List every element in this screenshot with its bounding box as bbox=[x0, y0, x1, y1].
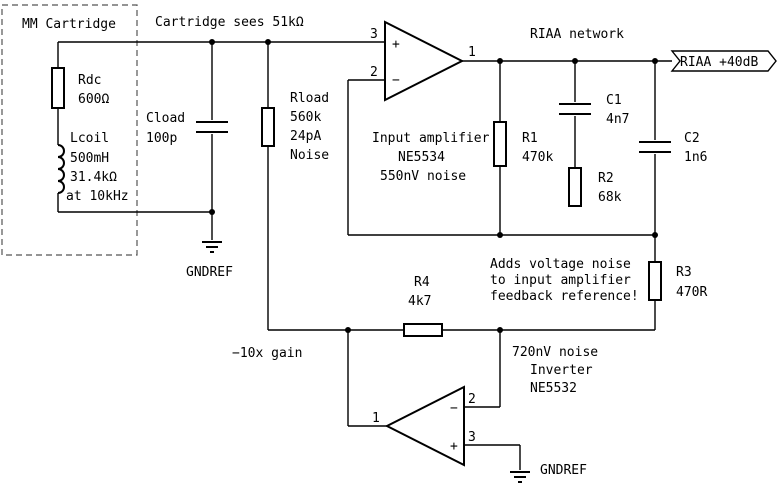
ground-symbol-bottom bbox=[510, 471, 530, 483]
c1-capacitor bbox=[559, 58, 591, 168]
u1-pin-3: 3 bbox=[370, 27, 378, 42]
input-amp-title: Input amplifier bbox=[372, 131, 490, 146]
r3-resistor bbox=[648, 261, 662, 330]
noise-note-line-2: to input amplifier bbox=[490, 273, 631, 288]
output-port bbox=[670, 50, 777, 72]
r2-name: R2 bbox=[598, 171, 614, 186]
gndref-top-label: GNDREF bbox=[186, 265, 233, 280]
u2-plus-sign: + bbox=[450, 439, 458, 454]
inverter-title: Inverter bbox=[530, 363, 593, 378]
rload-noise-current: 24pA bbox=[290, 129, 321, 144]
lcoil-value: 500mH bbox=[70, 151, 109, 166]
r1-resistor bbox=[493, 58, 507, 238]
input-amp-noise: 550nV noise bbox=[380, 169, 466, 184]
rdc-value: 600Ω bbox=[78, 92, 109, 107]
r1-value: 470k bbox=[522, 150, 553, 165]
gain-label: −10x gain bbox=[232, 346, 302, 361]
inverter-opamp bbox=[347, 330, 521, 470]
mm-cartridge: MM Cartridge Rdc 600Ω Lcoil 500mH 31.4kΩ… bbox=[1, 4, 138, 256]
noise-note-line-3: feedback reference! bbox=[490, 289, 639, 304]
u1-pin-2: 2 bbox=[370, 65, 378, 80]
noise-note-line-1: Adds voltage noise bbox=[490, 257, 631, 272]
cload-capacitor bbox=[196, 42, 228, 240]
ground-symbol-top bbox=[202, 241, 222, 253]
r2-value: 68k bbox=[598, 190, 622, 205]
rdc-resistor bbox=[51, 67, 65, 109]
u2-pin-1: 1 bbox=[372, 411, 380, 426]
u2-minus-sign: − bbox=[450, 401, 458, 416]
r3-value: 470R bbox=[676, 285, 707, 300]
cload-value: 100p bbox=[146, 131, 177, 146]
c2-capacitor bbox=[639, 58, 671, 262]
rdc-name: Rdc bbox=[78, 73, 101, 88]
r1-name: R1 bbox=[522, 131, 538, 146]
inverter-part: NE5532 bbox=[530, 381, 577, 396]
output-label: RIAA +40dB bbox=[680, 55, 758, 70]
rload-noise-label: Noise bbox=[290, 148, 329, 163]
lcoil-impedance: 31.4kΩ bbox=[70, 170, 117, 185]
c2-value: 1n6 bbox=[684, 150, 707, 165]
cartridge-title: MM Cartridge bbox=[22, 17, 116, 32]
input-amp-part: NE5534 bbox=[398, 150, 445, 165]
u1-plus-sign: + bbox=[392, 37, 400, 52]
r4-resistor bbox=[268, 323, 655, 337]
lcoil-inductor bbox=[57, 144, 65, 194]
u1-pin-1: 1 bbox=[468, 45, 476, 60]
cartridge-boundary bbox=[1, 4, 138, 256]
rload-name: Rload bbox=[290, 91, 329, 106]
rload-value: 560k bbox=[290, 110, 321, 125]
cload-name: Cload bbox=[146, 111, 185, 126]
lcoil-name: Lcoil bbox=[70, 131, 109, 146]
lcoil-freq: at 10kHz bbox=[66, 189, 129, 204]
r4-name: R4 bbox=[414, 275, 430, 290]
cartridge-sees-label: Cartridge sees 51kΩ bbox=[155, 15, 304, 30]
u1-minus-sign: − bbox=[392, 73, 400, 88]
input-amplifier-opamp bbox=[347, 20, 672, 235]
u2-pin-3: 3 bbox=[468, 430, 476, 445]
r2-resistor bbox=[568, 167, 582, 207]
u2-pin-2: 2 bbox=[468, 392, 476, 407]
c1-value: 4n7 bbox=[606, 112, 629, 127]
c1-name: C1 bbox=[606, 93, 622, 108]
c2-name: C2 bbox=[684, 131, 700, 146]
gndref-bottom-label: GNDREF bbox=[540, 463, 587, 478]
rload-resistor bbox=[261, 42, 275, 330]
r3-name: R3 bbox=[676, 265, 692, 280]
inverter-noise: 720nV noise bbox=[512, 345, 598, 360]
riaa-network-label: RIAA network bbox=[530, 27, 624, 42]
r4-value: 4k7 bbox=[408, 294, 431, 309]
